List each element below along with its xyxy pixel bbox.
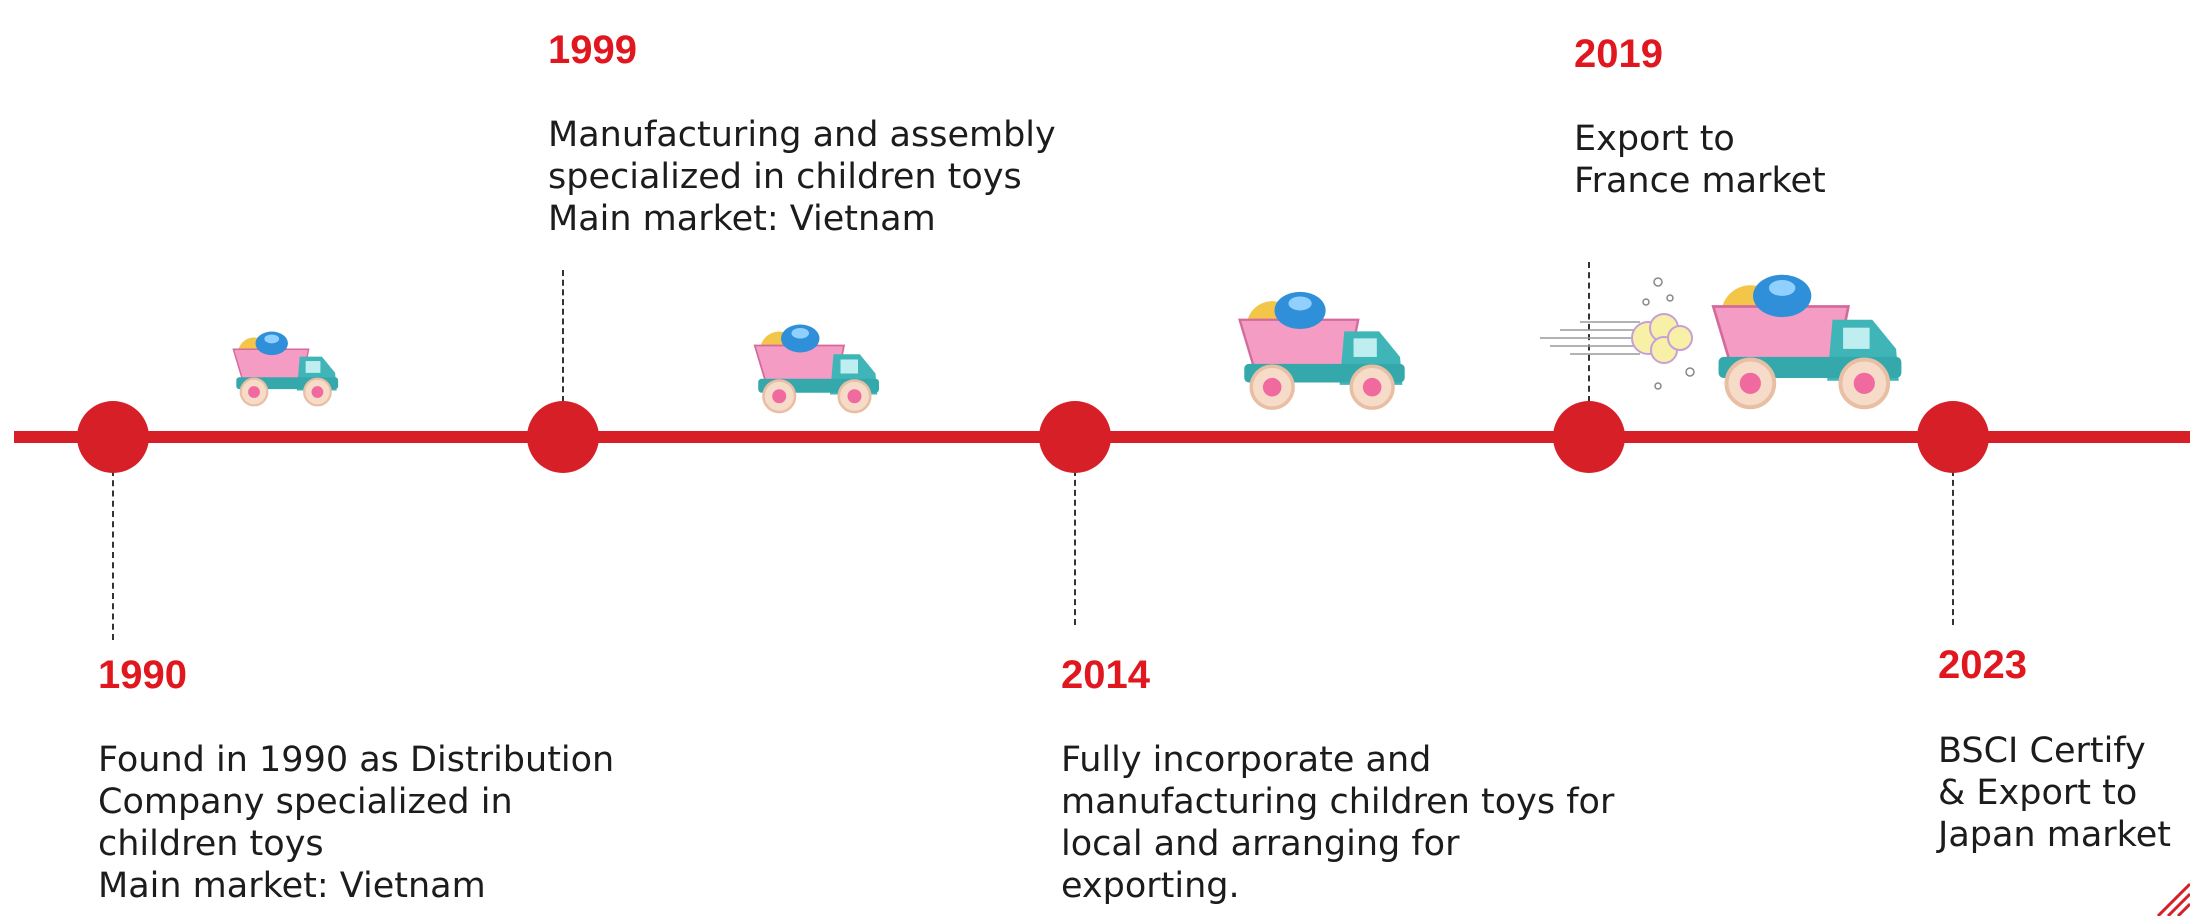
desc-line: Japan market <box>1938 815 2171 855</box>
desc-line: Manufacturing and assembly <box>548 115 1056 155</box>
desc-line: local and arranging for <box>1061 824 1460 864</box>
desc-line: Main market: Vietnam <box>98 866 486 906</box>
node-2023 <box>1917 401 1989 473</box>
desc-line: Fully incorporate and <box>1061 740 1432 780</box>
toy-dump-truck-icon <box>232 331 339 407</box>
toy-dump-truck-icon <box>1238 291 1405 410</box>
milestone-year-2023: 2023 <box>1938 643 2027 687</box>
milestone-year-2019: 2019 <box>1574 32 1663 76</box>
desc-line: Main market: Vietnam <box>548 199 936 239</box>
desc-line: children toys <box>98 824 324 864</box>
node-2014 <box>1039 401 1111 473</box>
milestone-desc-2019: Export to France market <box>1574 118 1826 202</box>
connector-2019 <box>1588 262 1590 402</box>
desc-line: specialized in children toys <box>548 157 1022 197</box>
desc-line: Found in 1990 as Distribution <box>98 740 615 780</box>
desc-line: exporting. <box>1061 866 1240 906</box>
desc-line: Export to <box>1574 119 1735 159</box>
desc-line: manufacturing children toys for <box>1061 782 1615 822</box>
milestone-desc-1999: Manufacturing and assembly specialized i… <box>548 114 1056 240</box>
speed-dust-cloud-icon <box>1540 277 1695 390</box>
milestone-year-1999: 1999 <box>548 28 637 72</box>
connector-2014 <box>1074 470 1076 625</box>
connector-2023 <box>1952 470 1954 625</box>
desc-line: & Export to <box>1938 773 2138 813</box>
toy-dump-truck-icon <box>1711 274 1902 410</box>
connector-1999 <box>562 270 564 402</box>
milestone-year-2014: 2014 <box>1061 653 1150 697</box>
node-2019 <box>1553 401 1625 473</box>
desc-line: BSCI Certify <box>1938 731 2146 771</box>
node-1999 <box>527 401 599 473</box>
node-1990 <box>77 401 149 473</box>
corner-stripes-icon <box>2156 882 2190 916</box>
milestone-desc-2014: Fully incorporate and manufacturing chil… <box>1061 739 1614 907</box>
desc-line: France market <box>1574 161 1826 201</box>
milestone-desc-2023: BSCI Certify & Export to Japan market <box>1938 730 2171 856</box>
toy-dump-truck-icon <box>753 324 879 414</box>
milestone-desc-1990: Found in 1990 as Distribution Company sp… <box>98 739 614 907</box>
connector-1990 <box>112 470 114 640</box>
milestone-year-1990: 1990 <box>98 653 187 697</box>
desc-line: Company specialized in <box>98 782 513 822</box>
